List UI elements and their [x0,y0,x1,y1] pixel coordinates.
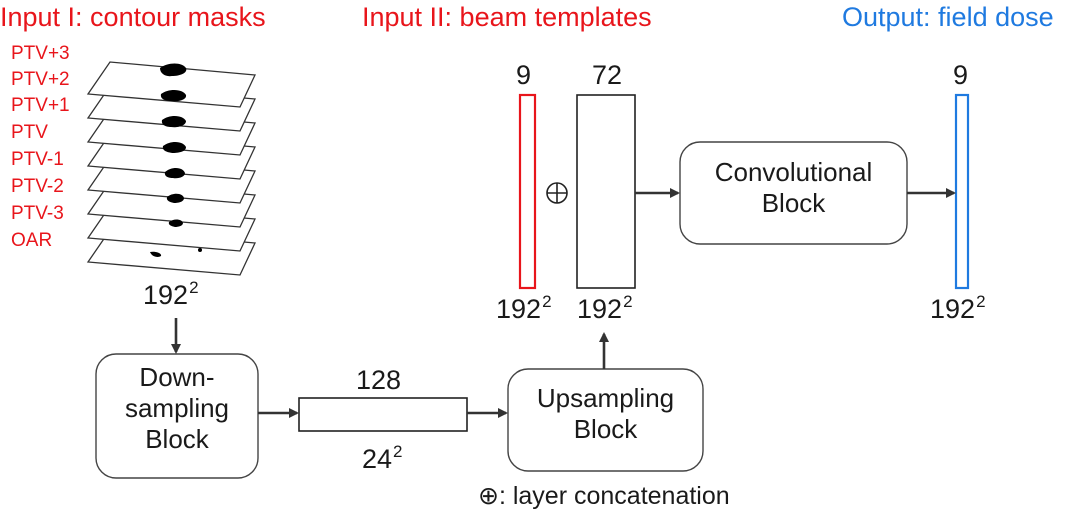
oar-blob-dot [198,248,202,252]
flow-arrows [171,188,956,418]
layer-label: PTV+2 [11,69,70,90]
tumor-blob-ptv+3 [160,63,187,77]
layer-label: PTV-3 [11,203,64,224]
layer-label: PTV [11,122,48,143]
output-dose-bar [954,93,970,290]
layer-label: OAR [11,230,53,251]
input2-title: Input II: beam templates [362,2,652,32]
layer-label: PTV-1 [11,149,64,170]
bottleneck-channels-label: 128 [356,365,402,395]
tumor-blob-ptv+2 [160,89,187,102]
tumor-blob-ptv [162,141,186,153]
concat-channels-label: 72 [592,60,623,90]
concat-size-label: 1922 [577,292,633,324]
concat-legend: ⊕: layer concatenation [478,484,730,509]
mask-layer-ptv+3 [86,61,256,108]
layer-label: PTV+1 [11,95,70,116]
layer-label: PTV-2 [11,176,64,197]
convolutional-block-label: Convolutional Block [714,157,873,219]
tumor-blob-ptv-3 [168,219,183,227]
mask-blobs [150,63,202,257]
concat-operator-icon [546,182,568,204]
downsampling-block-label: Down- sampling Block [124,362,230,455]
stack-size-label: 1922 [143,278,199,310]
beam-size-label: 1922 [496,292,552,324]
upsampling-block [507,368,704,472]
tumor-blob-ptv-2 [166,193,184,203]
concatenated-feature-bar [576,94,636,289]
tumor-blob-ptv-1 [164,167,185,179]
contour-mask-stack [86,61,256,276]
input1-title: Input I: contour masks [0,2,266,32]
output-title: Output: field dose [842,2,1054,32]
downsampling-block [95,353,259,479]
output-channels-label: 9 [953,60,969,90]
beam-templates-bar [518,93,537,290]
concat-legend-icon: ⊕ [478,482,499,510]
bottleneck-size-label: 242 [362,442,403,474]
upsampling-block-label: Upsampling Block [536,383,675,445]
concat-legend-text: : layer concatenation [498,482,730,510]
layer-label: PTV+3 [11,43,70,64]
oar-blob [150,251,162,257]
bottleneck-feature-bar [298,397,468,432]
beam-channels-label: 9 [516,60,532,90]
output-size-label: 1922 [930,292,986,324]
tumor-blob-ptv+1 [161,115,186,128]
